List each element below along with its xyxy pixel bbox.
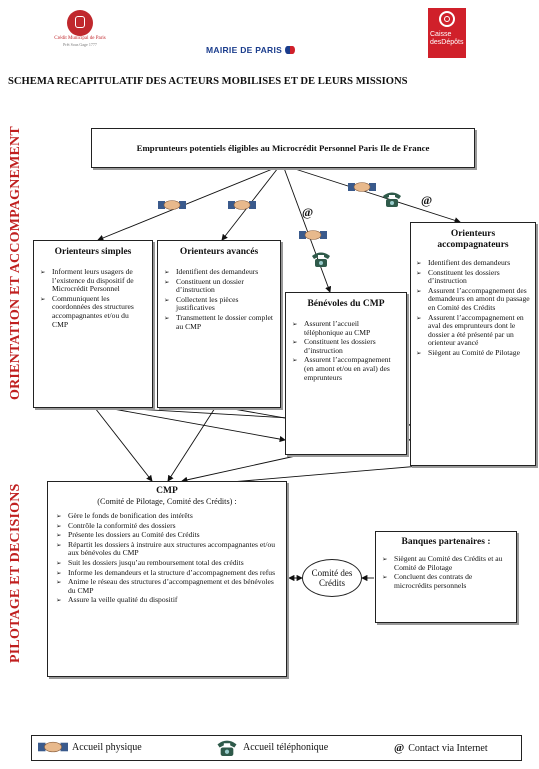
list-item: Constituent un dossier d’instruction [164, 277, 274, 295]
caisse-logo: Caisse desDépôts [428, 8, 466, 58]
list-item: Assurent l’accompagnement (en amont et/o… [292, 356, 400, 382]
arrow-top-to-accompagnateurs [291, 167, 461, 224]
list-item: Répartit les dossiers à instruire aux st… [56, 540, 278, 558]
box-cmp: CMP (Comité de Pilotage, Comité des Créd… [47, 481, 287, 677]
benevoles-list: Assurent l’accueil téléphonique au CMP C… [292, 319, 400, 382]
orienteurs-simples-title: Orienteurs simples [54, 247, 132, 257]
credit-municipal-name: Crédit Municipal de Paris [54, 36, 106, 41]
top-box-text: Emprunteurs potentiels éligibles au Micr… [136, 143, 430, 153]
handshake-icon [348, 180, 376, 199]
list-item: Transmettent le dossier complet au CMP [164, 313, 274, 331]
side-label-pilotage: PILOTAGE ET DECISIONS [8, 483, 23, 663]
list-item: Présente les dossiers au Comité des Créd… [56, 531, 278, 540]
list-item: Identifient des demandeurs [164, 267, 274, 277]
list-item: Informent leurs usagers de l’existence d… [40, 267, 146, 294]
list-item: Gère le fonds de bonification des intérê… [56, 511, 278, 521]
at-symbol-icon: @ [421, 193, 433, 207]
box-orienteurs-simples: Orienteurs simples Informent leurs usage… [33, 240, 153, 408]
arrow-benevoles-to-cmp [181, 454, 301, 483]
caisse-emblem [439, 11, 455, 27]
list-item: Assurent l’accompagnement en aval des em… [416, 313, 530, 348]
orienteurs-accompagnateurs-title: Orienteurs accompagnateurs [437, 229, 509, 250]
list-item: Identifient des demandeurs [416, 258, 530, 268]
legend-internet: @ Contact via Internet [394, 742, 488, 754]
handshake-icon [299, 228, 327, 247]
mairie-text: MAIRIE DE PARIS [206, 45, 283, 55]
at-symbol-icon: @ [394, 742, 405, 754]
mairie-flag-icon [285, 45, 296, 55]
at-symbol-icon: @ [302, 205, 314, 219]
credit-municipal-tagline: Prêt Sous Gage 1777 [63, 42, 97, 47]
list-item: Informe les demandeurs et la structure d… [56, 568, 278, 578]
cmp-title: CMP [156, 486, 178, 496]
comite-credits-ellipse: Comité des Crédits [302, 559, 362, 597]
handshake-icon [228, 198, 256, 217]
benevoles-title: Bénévoles du CMP [307, 299, 385, 309]
legend-box: Accueil physique Accueil téléphonique @ … [31, 735, 522, 761]
list-item: Assurent l’accompagnement des demandeurs… [416, 286, 530, 313]
legend-physique: Accueil physique [38, 739, 142, 755]
banques-list: Siègent au Comité des Crédits et au Comi… [382, 554, 510, 590]
telephone-icon [310, 250, 332, 273]
legend-internet-label: Contact via Internet [408, 742, 488, 754]
list-item: Communiquent les coordonnées des structu… [40, 294, 146, 329]
list-item: Assure la veille qualité du dispositif [56, 596, 278, 605]
orienteurs-simples-list: Informent leurs usagers de l’existence d… [40, 267, 146, 329]
mairie-logo: MAIRIE DE PARIS [206, 44, 296, 56]
list-item: Constituent les dossiers d’instruction [416, 268, 530, 286]
handshake-icon [38, 741, 68, 753]
arrow-avances-to-cmp [167, 407, 216, 482]
cmp-list: Gère le fonds de bonification des intérê… [56, 511, 278, 605]
legend-telephonique-label: Accueil téléphonique [243, 742, 329, 753]
handshake-icon [158, 198, 186, 217]
list-item: Siègent au Comité de Pilotage [416, 348, 530, 358]
side-label-orientation: ORIENTATION ET ACCOMPAGNEMENT [8, 126, 23, 400]
list-item: Collectent les pièces justificatives [164, 295, 274, 313]
arrow-simples-to-benevoles [107, 407, 286, 443]
arrow-simples-to-cmp [94, 407, 153, 482]
box-banques-partenaires: Banques partenaires : Siègent au Comité … [375, 531, 517, 623]
orienteurs-avances-list: Identifient des demandeurs Constituent u… [164, 267, 274, 331]
list-item: Anime le réseau des structures d’accompa… [56, 577, 278, 595]
list-item: Concluent des contrats de microcrédits p… [382, 572, 510, 590]
page-title: SCHEMA RECAPITULATIF DES ACTEURS MOBILIS… [8, 76, 408, 87]
caisse-line2: desDépôts [430, 39, 464, 46]
cmp-subtitle: (Comité de Pilotage, Comité des Crédits)… [97, 497, 237, 506]
list-item: Siègent au Comité des Crédits et au Comi… [382, 554, 510, 572]
telephone-icon [381, 190, 403, 213]
telephone-icon [217, 740, 237, 756]
arrow-top-to-simples [97, 167, 276, 241]
box-benevoles-cmp: Bénévoles du CMP Assurent l’accueil télé… [285, 292, 407, 455]
arrow-top-to-benevoles [283, 167, 332, 293]
orienteurs-avances-title: Orienteurs avancés [179, 247, 259, 257]
list-item: Suit les dossiers jusqu’au remboursement… [56, 558, 278, 568]
box-orienteurs-accompagnateurs: Orienteurs accompagnateurs Identifient d… [410, 222, 536, 466]
credit-municipal-emblem [67, 10, 93, 36]
credit-municipal-logo: Crédit Municipal de Paris Prêt Sous Gage… [40, 10, 120, 52]
orienteurs-accompagnateurs-list: Identifient des demandeurs Constituent l… [416, 258, 530, 358]
list-item: Contrôle la conformité des dossiers [56, 521, 278, 531]
comite-credits-label: Comité des Crédits [311, 568, 353, 588]
legend-physique-label: Accueil physique [72, 741, 142, 753]
caisse-line1: Caisse [430, 31, 452, 38]
legend-telephonique: Accueil téléphonique [215, 738, 328, 757]
list-item: Constituent les dossiers d’instruction [292, 337, 400, 355]
banques-title: Banques partenaires : [401, 537, 491, 547]
list-item: Assurent l’accueil téléphonique au CMP [292, 319, 400, 337]
top-box-emprunteurs: Emprunteurs potentiels éligibles au Micr… [91, 128, 475, 168]
box-orienteurs-avances: Orienteurs avancés Identifient des deman… [157, 240, 281, 408]
